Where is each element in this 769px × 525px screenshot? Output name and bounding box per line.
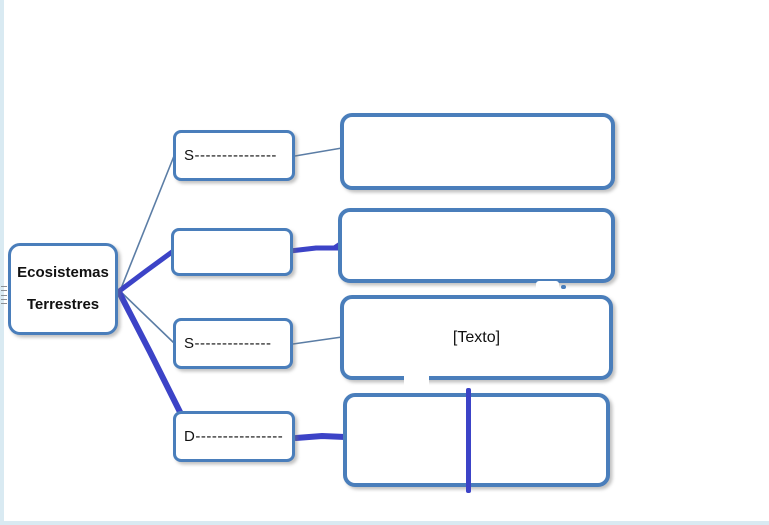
detail-box-1[interactable]: [340, 113, 615, 190]
root-node-ecosistemas[interactable]: Ecosistemas Terrestres: [8, 243, 118, 335]
stroke-detail4-divider[interactable]: [466, 388, 471, 493]
stroke-root-branch4[interactable]: [116, 289, 184, 417]
branch-3-label: S--------------: [184, 335, 272, 352]
branch-node-4[interactable]: D----------------: [173, 411, 295, 462]
detail-3-label: [Texto]: [452, 328, 501, 346]
connector-root-branch3[interactable]: [119, 290, 175, 344]
detail-box-3[interactable]: [Texto]: [340, 295, 613, 380]
branch-node-3[interactable]: S--------------: [173, 318, 293, 369]
blue-speck: [561, 285, 566, 289]
margin-grip-ticks: [1, 286, 7, 304]
page-edge-bottom: [0, 521, 769, 525]
branch-node-1[interactable]: S---------------: [173, 130, 295, 181]
page-edge-left: [0, 0, 4, 525]
stroke-root-branch2[interactable]: [115, 249, 175, 295]
branch-node-2[interactable]: [171, 228, 293, 276]
connector-branch1-detail1[interactable]: [294, 147, 343, 157]
connector-branch3-detail3[interactable]: [292, 336, 343, 345]
root-label-line1: Ecosistemas: [17, 264, 109, 281]
root-label-line2: Terrestres: [26, 296, 100, 313]
white-correction-patch-2: [404, 373, 429, 390]
stroke-branch2-detail2[interactable]: [287, 245, 341, 254]
detail-box-4[interactable]: [343, 393, 610, 487]
stroke-branch4-detail4[interactable]: [293, 432, 348, 441]
branch-4-label: D----------------: [184, 428, 284, 445]
connector-root-branch1[interactable]: [119, 155, 175, 292]
detail-box-2[interactable]: [338, 208, 615, 283]
white-correction-patch-1: [536, 281, 559, 293]
branch-1-label: S---------------: [184, 147, 277, 164]
